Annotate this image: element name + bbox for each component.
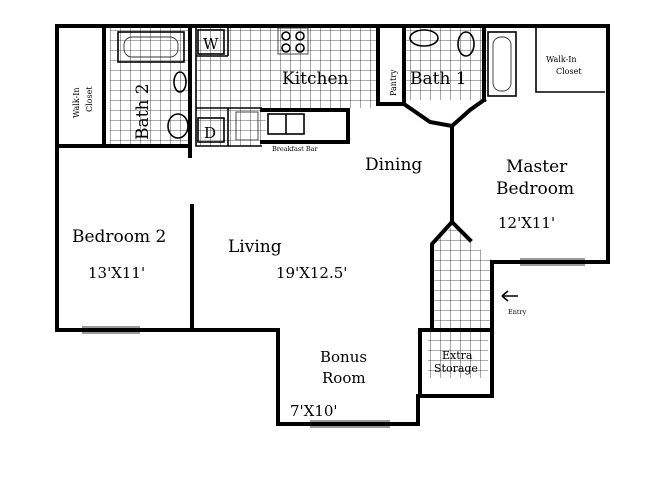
label-kitchen: Kitchen	[282, 69, 348, 89]
label-bath2: Bath 2	[133, 83, 153, 140]
label-walkin-left-line2: Closet	[85, 86, 94, 112]
room-labels: Bedroom 2 13'X11' Living 19'X12.5' Dinin…	[72, 35, 582, 420]
label-living: Living	[228, 237, 282, 257]
size-living: 19'X12.5'	[276, 264, 347, 282]
size-master: 12'X11'	[498, 214, 555, 232]
label-entry: Entry	[508, 308, 527, 316]
label-bonus-line2: Room	[322, 369, 366, 387]
label-master-line2: Bedroom	[496, 179, 574, 199]
size-bonus: 7'X10'	[290, 402, 338, 420]
label-breakfast-bar: Breakfast Bar	[272, 145, 318, 153]
label-walkin-right-line2: Closet	[556, 67, 582, 76]
label-bath1: Bath 1	[410, 69, 467, 89]
label-dryer: D	[204, 124, 216, 142]
label-bonus-line1: Bonus	[320, 348, 367, 366]
label-extra-storage-line1: Extra	[442, 349, 473, 362]
walls	[55, 24, 610, 426]
label-extra-storage-line2: Storage	[434, 362, 478, 375]
label-pantry: Pantry	[389, 69, 398, 96]
size-bedroom2: 13'X11'	[88, 264, 145, 282]
label-bedroom2: Bedroom 2	[72, 227, 166, 247]
label-walkin-right-line1: Walk-In	[546, 55, 577, 64]
label-walkin-left-line1: Walk-In	[72, 87, 81, 118]
label-dining: Dining	[365, 155, 422, 175]
fixtures	[82, 27, 585, 428]
label-master-line1: Master	[506, 157, 568, 177]
label-washer: W	[203, 35, 219, 53]
